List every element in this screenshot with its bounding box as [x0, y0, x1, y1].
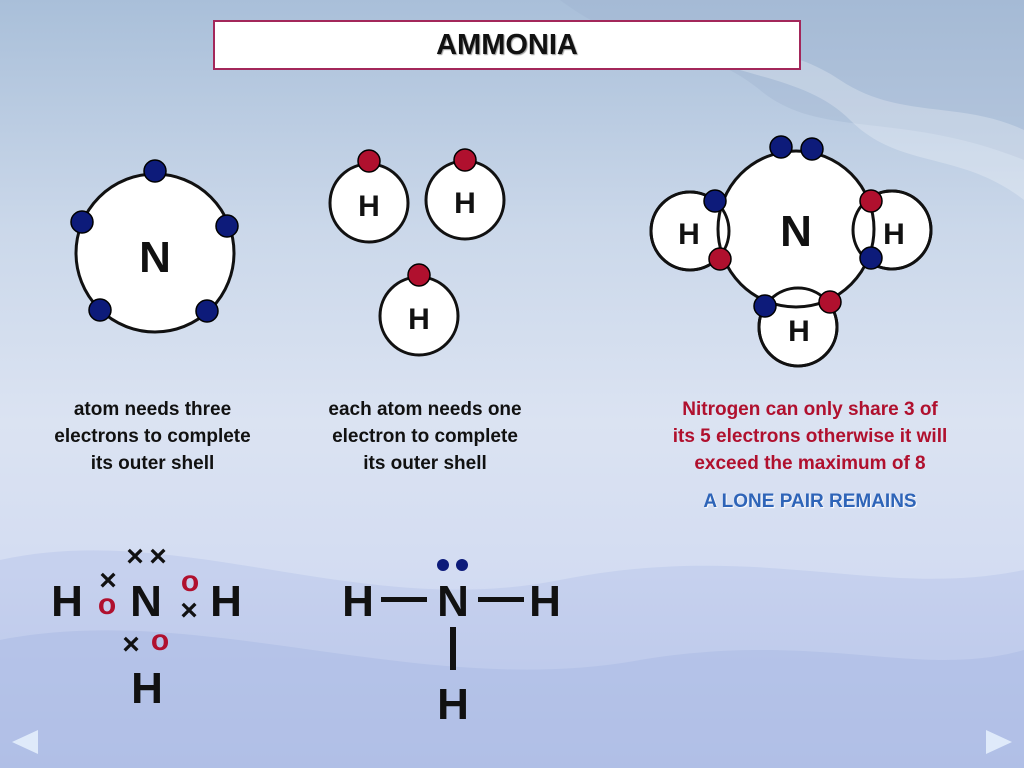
- nitrogen-electron: [143, 159, 167, 183]
- hydrogen-caption: each atom needs one electron to complete…: [295, 396, 555, 477]
- lone-pair-dot: [437, 559, 449, 571]
- structural-formula: H N H H: [342, 559, 561, 729]
- nitrogen-electron: [195, 299, 219, 323]
- circle-electron: o: [98, 588, 116, 621]
- lone-pair-electron: [769, 135, 793, 159]
- caption-line: atom needs three: [73, 399, 232, 420]
- dot-cross-h-left: H: [51, 577, 83, 626]
- circle-electron: o: [181, 565, 199, 598]
- bond-right: [478, 597, 524, 602]
- dot-cross-h-right: H: [210, 577, 242, 626]
- nitrogen-electron: [88, 298, 112, 322]
- cross-electron: ×: [149, 540, 167, 573]
- nitrogen-electron: [753, 294, 777, 318]
- molecule-caption: Nitrogen can only share 3 of its 5 elect…: [630, 396, 990, 477]
- caption-line: Nitrogen can only share 3 of: [682, 399, 938, 420]
- hydrogen-electron: [407, 263, 431, 287]
- hydrogen-symbol: H: [454, 187, 476, 220]
- nitrogen-caption: atom needs three electrons to complete i…: [25, 396, 280, 477]
- cross-electron: ×: [180, 594, 198, 627]
- caption-line: its outer shell: [363, 453, 487, 474]
- nitrogen-electron: [703, 189, 727, 213]
- cross-electron: ×: [126, 540, 144, 573]
- structural-h-bottom: H: [437, 680, 469, 729]
- molecule-nitrogen-symbol: N: [780, 207, 812, 256]
- lone-pair-electron: [800, 137, 824, 161]
- hydrogen-electron: [859, 189, 883, 213]
- nitrogen-electron: [859, 246, 883, 270]
- molecule-hydrogen-symbol: H: [678, 218, 700, 251]
- bond-bottom: [450, 627, 456, 670]
- page-title: AMMONIA: [213, 20, 801, 70]
- caption-line: its outer shell: [90, 453, 215, 474]
- hydrogen-electron: [818, 290, 842, 314]
- next-arrow-icon[interactable]: [986, 730, 1012, 754]
- nitrogen-atom: N: [70, 159, 239, 334]
- hydrogen-electron: [708, 247, 732, 271]
- caption-line: its 5 electrons otherwise it will: [672, 426, 948, 447]
- cross-electron: ×: [99, 564, 117, 597]
- nitrogen-symbol: N: [139, 233, 171, 282]
- hydrogen-atoms: H H H: [328, 148, 506, 357]
- structural-n: N: [437, 577, 469, 626]
- molecule-hydrogen-symbol: H: [788, 315, 810, 348]
- hydrogen-electron: [453, 148, 477, 172]
- caption-line: exceed the maximum of 8: [694, 453, 926, 474]
- hydrogen-electron: [357, 149, 381, 173]
- ammonia-molecule: N H H H: [649, 135, 933, 368]
- nitrogen-electron: [215, 214, 239, 238]
- lone-pair-caption: A LONE PAIR REMAINS: [703, 491, 917, 512]
- nitrogen-electron: [70, 210, 94, 234]
- lone-pair-dot: [456, 559, 468, 571]
- structural-h-left: H: [342, 577, 374, 626]
- dot-cross-h-bottom: H: [131, 664, 163, 713]
- bond-left: [381, 597, 427, 602]
- circle-electron: o: [151, 624, 169, 657]
- caption-line: electron to complete: [332, 426, 518, 447]
- molecule-hydrogen-symbol: H: [883, 218, 905, 251]
- hydrogen-symbol: H: [358, 190, 380, 223]
- molecule-nitrogen-shell: [716, 149, 876, 309]
- caption-line: each atom needs one: [328, 399, 522, 420]
- dot-cross-n: N: [130, 577, 162, 626]
- caption-line: electrons to complete: [54, 426, 251, 447]
- cross-electron: ×: [122, 628, 140, 661]
- dot-cross-diagram: H N H H × × × × × o o o: [51, 540, 242, 713]
- structural-h-right: H: [529, 577, 561, 626]
- previous-arrow-icon[interactable]: [12, 730, 38, 754]
- hydrogen-symbol: H: [408, 303, 430, 336]
